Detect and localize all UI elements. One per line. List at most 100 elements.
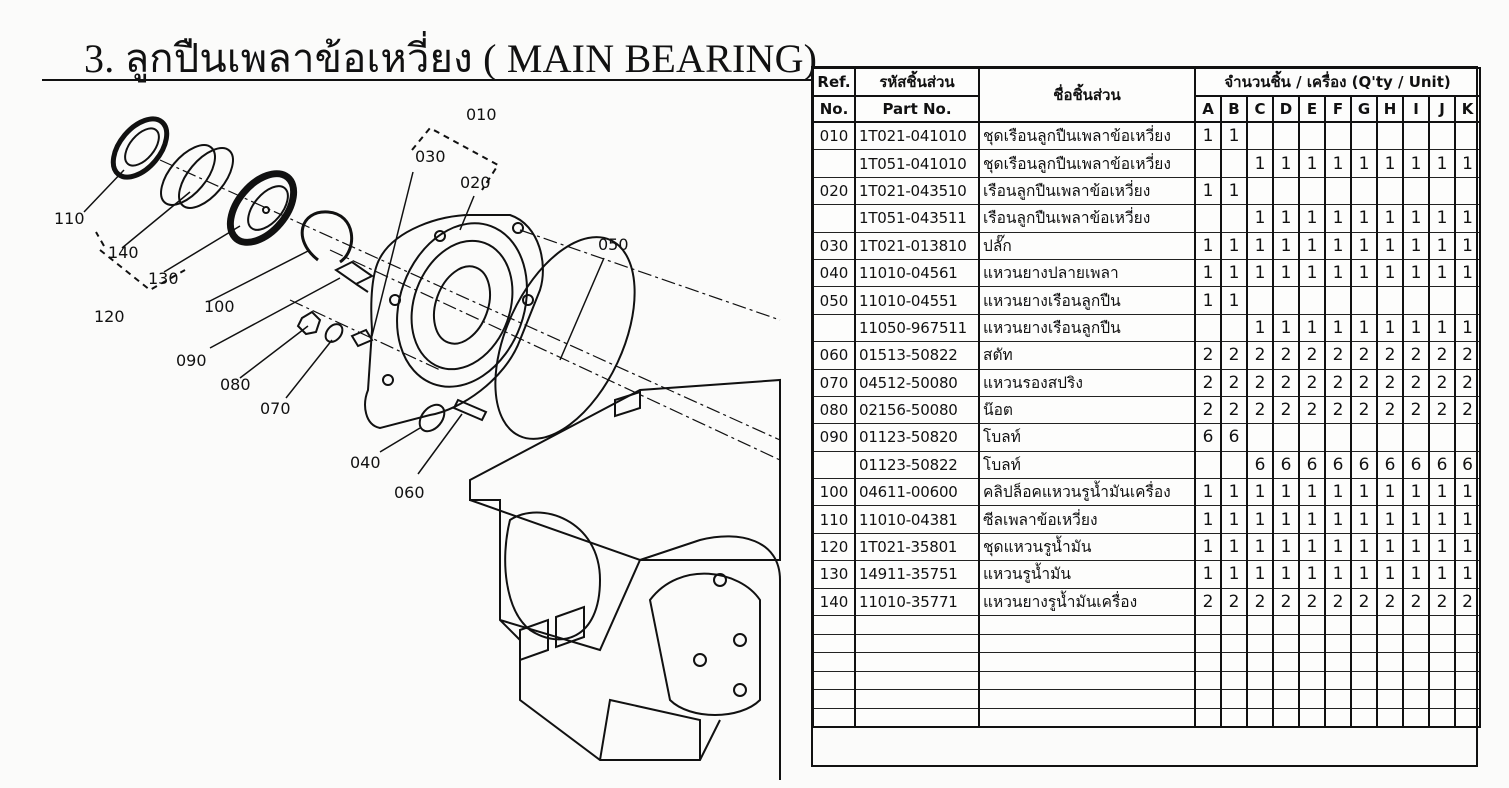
empty-cell <box>978 615 1196 635</box>
empty-cell <box>1220 671 1248 691</box>
qty-cell: 1 <box>1376 560 1404 589</box>
ref-no-cell: 080 <box>812 396 856 425</box>
qty-cell: 2 <box>1350 588 1378 617</box>
empty-table-row <box>812 634 1482 654</box>
qty-cell: 1 <box>1324 560 1352 589</box>
qty-cell <box>1402 423 1430 452</box>
empty-cell <box>1194 634 1222 654</box>
ref-no-cell: 060 <box>812 341 856 370</box>
qty-cell: 2 <box>1298 396 1326 425</box>
empty-cell <box>1428 689 1456 709</box>
qty-cell: 1 <box>1298 560 1326 589</box>
qty-cell: 6 <box>1220 423 1248 452</box>
qty-cell: 1 <box>1453 560 1482 589</box>
empty-cell <box>1350 671 1378 691</box>
qty-cell <box>1194 451 1222 480</box>
callout-080: 080 <box>220 375 251 394</box>
qty-cell <box>1324 423 1352 452</box>
callout-040: 040 <box>350 453 381 472</box>
qty-cell <box>1220 451 1248 480</box>
qty-cell: 6 <box>1350 451 1378 480</box>
qty-cell <box>1220 204 1248 233</box>
qty-cell: 1 <box>1350 478 1378 507</box>
part-name-cell: น๊อต <box>978 396 1196 425</box>
qty-cell: 2 <box>1194 396 1222 425</box>
qty-cell <box>1272 177 1300 206</box>
part-name-cell: ชุดเรือนลูกปืนเพลาข้อเหวี่ยง <box>978 149 1196 178</box>
empty-cell <box>1246 634 1274 654</box>
qty-cell: 1 <box>1350 533 1378 562</box>
qty-cell: 2 <box>1272 369 1300 397</box>
qty-cell: 2 <box>1220 396 1248 425</box>
qty-cell: 1 <box>1402 204 1430 233</box>
qty-cell: 1 <box>1428 314 1456 343</box>
empty-cell <box>1220 652 1248 672</box>
qty-cell: 1 <box>1376 478 1404 507</box>
callout-130: 130 <box>148 269 179 288</box>
ref-no-cell: 020 <box>812 177 856 206</box>
empty-cell <box>1376 615 1404 635</box>
qty-cell: 2 <box>1298 369 1326 397</box>
empty-cell <box>1324 652 1352 672</box>
qty-cell: 1 <box>1194 122 1222 151</box>
qty-cell: 1 <box>1324 533 1352 562</box>
qty-cell <box>1453 122 1482 151</box>
qty-cell: 1 <box>1246 533 1274 562</box>
qty-cell: 2 <box>1428 396 1456 425</box>
empty-cell <box>1194 615 1222 635</box>
callout-010: 010 <box>466 105 497 124</box>
qty-cell: 2 <box>1324 588 1352 617</box>
empty-cell <box>1324 708 1352 729</box>
part-name-cell: คลิปล็อคแหวนรูน้ำมันเครื่อง <box>978 478 1196 507</box>
part-name-cell: โบลท์ <box>978 423 1196 452</box>
empty-table-row <box>812 652 1482 672</box>
empty-cell <box>1298 615 1326 635</box>
qty-cell: 2 <box>1194 369 1222 397</box>
qty-cell: 1 <box>1272 478 1300 507</box>
qty-cell: 1 <box>1428 149 1456 178</box>
part-no-cell: 11050-967511 <box>854 314 980 343</box>
qty-cell: 1 <box>1246 232 1274 260</box>
qty-cell: 1 <box>1428 478 1456 507</box>
qty-cell: 1 <box>1272 232 1300 260</box>
qty-cell: 2 <box>1246 396 1274 425</box>
empty-cell <box>812 671 856 691</box>
empty-cell <box>1376 652 1404 672</box>
qty-cell: 1 <box>1246 149 1274 178</box>
spring-washer-drawing <box>324 323 344 343</box>
ref-no-cell: 140 <box>812 588 856 617</box>
callout-120: 120 <box>94 307 125 326</box>
empty-cell <box>854 671 980 691</box>
ref-no-cell: 010 <box>812 122 856 151</box>
empty-cell <box>1453 634 1482 654</box>
empty-cell <box>1350 689 1378 709</box>
callout-070: 070 <box>260 399 291 418</box>
ref-no-cell: 050 <box>812 286 856 315</box>
qty-cell: 6 <box>1298 451 1326 480</box>
part-no-cell: 1T021-013810 <box>854 232 980 260</box>
header-unit: B <box>1220 95 1248 123</box>
bearing-case-set-bracket <box>411 126 500 191</box>
qty-cell <box>1220 149 1248 178</box>
qty-cell <box>1246 122 1274 151</box>
qty-cell: 1 <box>1298 533 1326 562</box>
part-no-cell: 1T051-041010 <box>854 149 980 178</box>
part-no-cell: 01123-50820 <box>854 423 980 452</box>
empty-cell <box>854 634 980 654</box>
empty-cell <box>1220 708 1248 729</box>
empty-cell <box>1246 689 1274 709</box>
empty-cell <box>812 652 856 672</box>
qty-cell <box>1350 177 1378 206</box>
empty-cell <box>1428 671 1456 691</box>
ref-no-cell: 070 <box>812 369 856 397</box>
part-no-cell: 1T021-041010 <box>854 122 980 151</box>
qty-cell <box>1402 286 1430 315</box>
empty-cell <box>1324 615 1352 635</box>
empty-cell <box>1350 708 1378 729</box>
